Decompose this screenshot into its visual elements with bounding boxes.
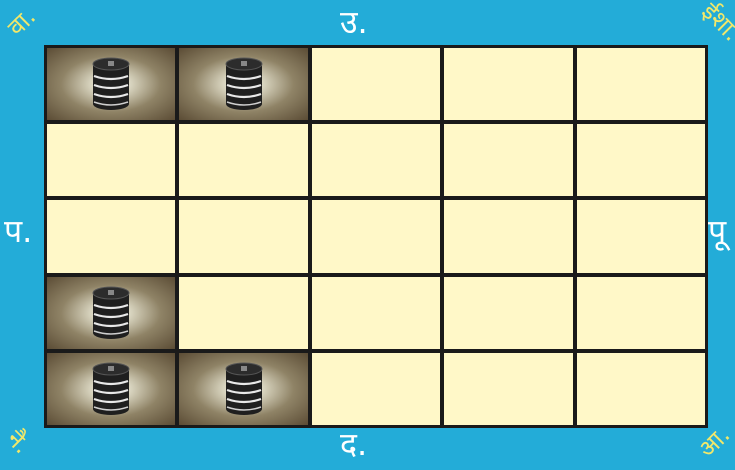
grid-cell-r2-c2[interactable] — [179, 124, 307, 196]
grid-cell-r3-c4[interactable] — [444, 200, 572, 272]
server-barrel-icon — [91, 285, 131, 341]
direction-south-label: द. — [340, 428, 367, 460]
grid-cell-r1-c2[interactable] — [179, 48, 307, 120]
grid-cell-r1-c3[interactable] — [312, 48, 440, 120]
corner-northeast-label: ईशा. — [698, 0, 735, 45]
corner-southwest-label: नै. — [3, 426, 35, 458]
grid-cell-r5-c5[interactable] — [577, 353, 705, 425]
grid-cell-r5-c4[interactable] — [444, 353, 572, 425]
grid-cell-r1-c1[interactable] — [47, 48, 175, 120]
grid-cell-r3-c3[interactable] — [312, 200, 440, 272]
grid-cell-r5-c3[interactable] — [312, 353, 440, 425]
direction-west-label: प. — [4, 215, 32, 247]
direction-north-label: उ. — [340, 6, 368, 38]
game-grid — [44, 45, 708, 428]
grid-cell-r4-c2[interactable] — [179, 277, 307, 349]
grid-cell-r2-c1[interactable] — [47, 124, 175, 196]
server-barrel-icon — [224, 56, 264, 112]
grid-cell-r4-c5[interactable] — [577, 277, 705, 349]
grid-cell-r3-c2[interactable] — [179, 200, 307, 272]
server-barrel-icon — [91, 361, 131, 417]
grid-cell-r3-c5[interactable] — [577, 200, 705, 272]
grid-cell-r2-c4[interactable] — [444, 124, 572, 196]
grid-cell-r2-c5[interactable] — [577, 124, 705, 196]
corner-southeast-label: आ. — [694, 422, 734, 462]
grid-cell-r1-c5[interactable] — [577, 48, 705, 120]
grid-cell-r1-c4[interactable] — [444, 48, 572, 120]
grid-cell-r2-c3[interactable] — [312, 124, 440, 196]
grid-cell-r4-c1[interactable] — [47, 277, 175, 349]
grid-cell-r3-c1[interactable] — [47, 200, 175, 272]
direction-east-label: पू — [708, 215, 726, 247]
corner-northwest-label: वा. — [3, 4, 39, 40]
grid-cell-r4-c4[interactable] — [444, 277, 572, 349]
server-barrel-icon — [224, 361, 264, 417]
server-barrel-icon — [91, 56, 131, 112]
grid-cell-r4-c3[interactable] — [312, 277, 440, 349]
grid-cell-r5-c2[interactable] — [179, 353, 307, 425]
grid-cell-r5-c1[interactable] — [47, 353, 175, 425]
